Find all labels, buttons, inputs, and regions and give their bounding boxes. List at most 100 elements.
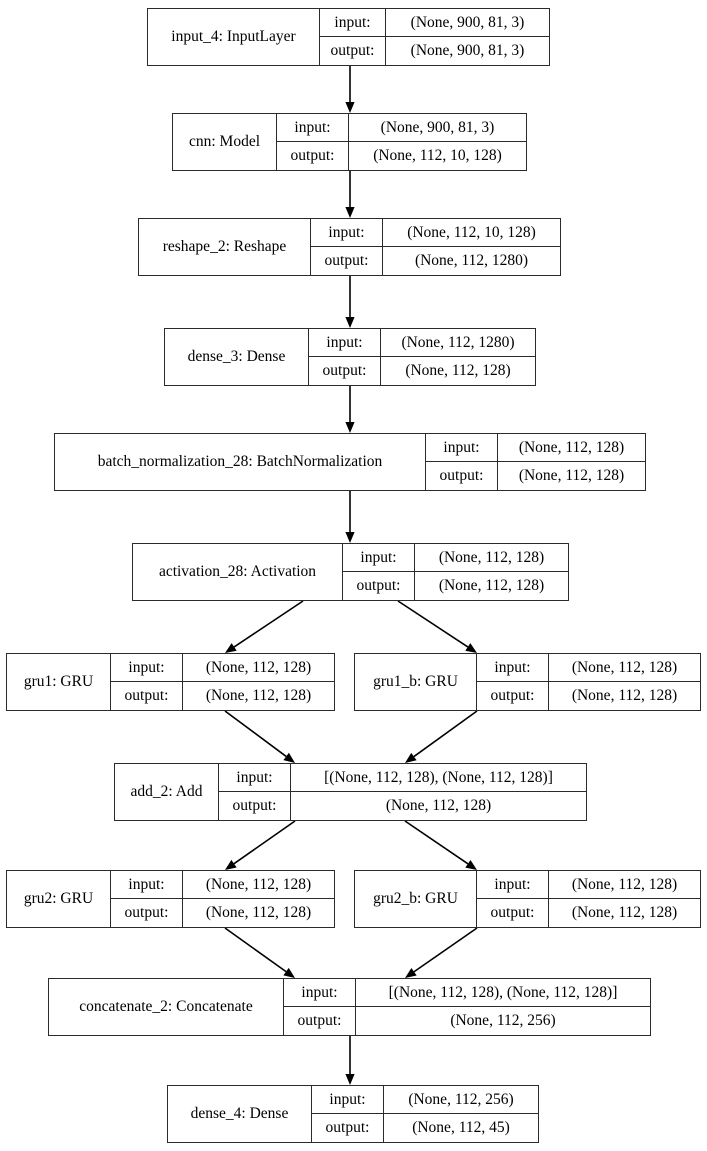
io-row-input: input: (None, 112, 128) (111, 654, 334, 682)
io-value-output: (None, 112, 128) (571, 687, 678, 705)
io-value-output: (None, 112, 128) (205, 687, 312, 705)
io-row-output: output:(None, 112, 128) (111, 899, 334, 927)
node-io-table: input:(None, 112, 1280)output:(None, 112… (309, 329, 535, 385)
io-value-input: [(None, 112, 128), (None, 112, 128)] (324, 768, 553, 786)
node-label: dense_3: Dense (165, 329, 309, 385)
io-value-input: (None, 112, 10, 128) (407, 223, 536, 241)
io-value-output: (None, 112, 128) (438, 577, 545, 595)
node-io-table: input: (None, 112, 10, 128) output: (None, … (311, 219, 560, 275)
io-row-output: output: (None, 112, 128) (477, 682, 700, 710)
io-row-input: input:(None, 112, 128) (343, 544, 568, 572)
node-io-table: input: (None, 112, 128) output:(None, 112,… (111, 871, 334, 927)
node-label: add_2: Add (115, 764, 219, 820)
io-label-output: output: (477, 899, 549, 927)
node-io-table: input: (None, 112, 128) output: (None, 112,… (426, 434, 645, 490)
io-row-output: output: (None, 112, 128) (219, 792, 586, 820)
io-row-input: input:(None, 900, 81, 3) (277, 114, 526, 142)
io-value-output: (None, 112, 128) (518, 467, 625, 485)
io-value-input: (None, 112, 128) (205, 875, 312, 893)
io-row-input: input:(None, 112, 128) (477, 654, 700, 682)
io-label-output: output: (477, 682, 549, 710)
io-label-input: input: (426, 434, 498, 461)
io-label-output: output: (426, 462, 498, 490)
io-row-output: output: (None, 112, 128) (343, 572, 568, 600)
io-label-output: output: (311, 247, 383, 275)
edge-add_2-to-gru2 (225, 820, 296, 870)
io-value-output: (None, 112, 1280) (414, 252, 529, 270)
io-label-output: output: (343, 572, 415, 600)
node-label: concatenate_2: Concatenate (49, 979, 284, 1035)
node-label: gru1_b: GRU (355, 654, 477, 710)
node-io-table: input: [(None, 112, 128), (None, 112, 128… (284, 979, 650, 1035)
io-label-input: input: (309, 329, 381, 356)
io-value-output: (None, 112, 128) (385, 797, 492, 815)
io-row-input: input: [(None, 112, 128), (None, 112, 128… (284, 979, 650, 1007)
io-label-input: input: (111, 654, 183, 681)
io-label-input: input: (312, 1086, 384, 1113)
node-label: input_4: InputLayer (148, 9, 320, 65)
edge-reshape_2-to-dense_3 (345, 276, 355, 328)
io-label-output: output: (111, 682, 183, 710)
io-value-input: (None, 900, 81, 3) (410, 13, 525, 31)
io-row-output: output: (None, 112, 256) (284, 1007, 650, 1035)
io-row-input: input: (None, 112, 256) (312, 1086, 538, 1114)
io-row-input: input: (None, 112, 128) (111, 871, 334, 899)
io-label-input: input: (311, 219, 383, 246)
io-value-input: [(None, 112, 128), (None, 112, 128)] (388, 983, 618, 1001)
edge-add_2-to-gru2_b (404, 820, 477, 870)
edge-input_4-to-cnn (345, 66, 355, 113)
node-batch_normalization_28: batch_normalization_28: BatchNormalizati… (54, 433, 646, 491)
io-row-input: input: (None, 112, 128) (426, 434, 645, 462)
io-label-input: input: (219, 764, 291, 791)
io-value-input: (None, 112, 128) (205, 658, 312, 676)
io-value-input: (None, 900, 81, 3) (380, 118, 495, 136)
io-label-input: input: (477, 871, 549, 898)
edge-gru1_b-to-add_2 (405, 710, 478, 763)
io-label-output: output: (312, 1114, 384, 1142)
node-label: gru2: GRU (7, 871, 111, 927)
edge-activation_28-to-gru1 (225, 600, 304, 653)
edge-batch_normalization_28-to-activation_28 (345, 491, 355, 543)
io-label-input: input: (111, 871, 183, 898)
io-label-input: input: (477, 654, 549, 681)
io-value-input: (None, 112, 128) (571, 875, 678, 893)
io-label-output: output: (219, 792, 291, 820)
io-row-output: output: (None, 112, 128) (111, 682, 334, 710)
node-label: reshape_2: Reshape (139, 219, 311, 275)
io-value-output: (None, 112, 128) (405, 362, 511, 380)
node-label: gru1: GRU (7, 654, 111, 710)
io-value-output: (None, 112, 256) (450, 1012, 556, 1030)
io-label-output: output: (320, 37, 386, 65)
io-value-input: (None, 112, 128) (438, 548, 545, 566)
io-row-output: output: (None, 112, 45) (312, 1114, 538, 1142)
node-io-table: input:(None, 900, 81, 3)output:(None, 90… (320, 9, 549, 65)
io-value-output: (None, 112, 45) (412, 1119, 510, 1137)
edge-gru1-to-add_2 (224, 710, 295, 763)
edge-dense_3-to-batch_normalization_28 (345, 386, 355, 433)
io-value-input: (None, 112, 128) (518, 438, 625, 456)
io-row-input: input: (None, 112, 10, 128) (311, 219, 560, 247)
io-label-output: output: (284, 1007, 356, 1035)
edge-concatenate_2-to-dense_4 (345, 1036, 355, 1085)
node-label: dense_4: Dense (168, 1086, 312, 1142)
node-io-table: input:(None, 112, 128)output: (None, 112,… (477, 654, 700, 710)
io-value-output: (None, 900, 81, 3) (410, 42, 525, 60)
io-row-output: output: (None, 112, 1280) (311, 247, 560, 275)
io-value-input: (None, 112, 256) (408, 1090, 514, 1108)
io-row-input: input: [(None, 112, 128), (None, 112, 128… (219, 764, 586, 792)
io-value-output: (None, 112, 128) (571, 904, 678, 922)
edge-gru2_b-to-concatenate_2 (405, 927, 478, 978)
io-row-output: output:(None, 112, 10, 128) (277, 142, 526, 170)
node-label: cnn: Model (173, 114, 277, 170)
io-label-input: input: (284, 979, 356, 1006)
